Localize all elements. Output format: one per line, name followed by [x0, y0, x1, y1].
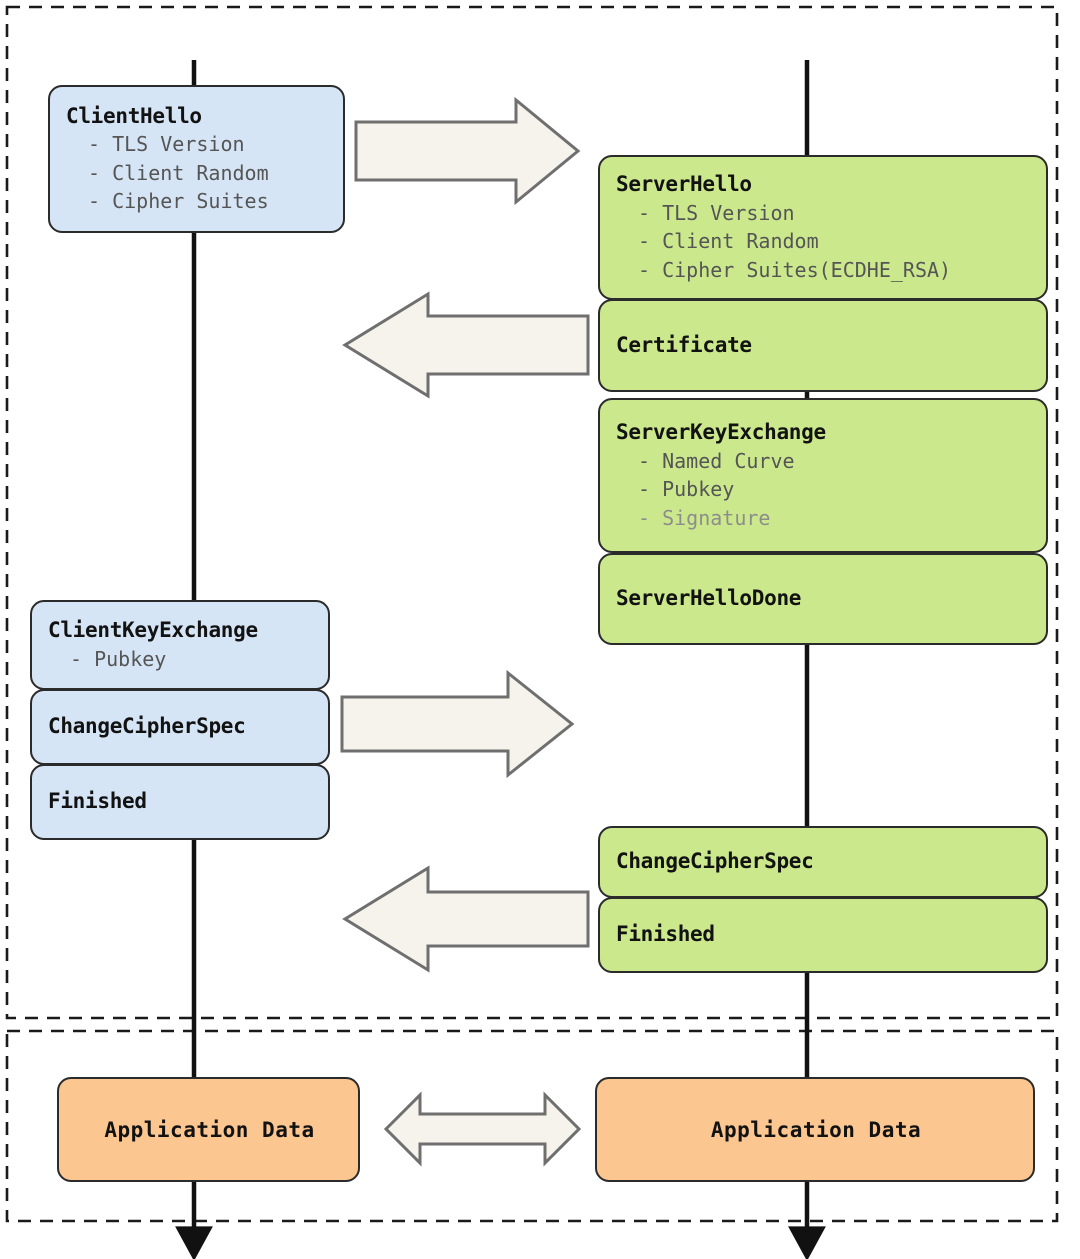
- message-title: ServerHello: [616, 172, 752, 197]
- message-title: Finished: [616, 922, 715, 947]
- message-bullet: - Client Random: [638, 229, 819, 254]
- message-title: Certificate: [616, 332, 752, 357]
- application-data-label: Application Data: [104, 1117, 315, 1142]
- message-box-server-finished[interactable]: Finished: [598, 897, 1048, 973]
- message-bullet: - Named Curve: [638, 448, 795, 473]
- message-bullet: - Cipher Suites: [88, 189, 269, 214]
- message-box-server-hello[interactable]: ServerHello - TLS Version - Client Rando…: [598, 155, 1048, 300]
- message-title: ChangeCipherSpec: [48, 714, 246, 739]
- message-box-server-change-cipher-spec[interactable]: ChangeCipherSpec: [598, 826, 1048, 898]
- message-bullet: - Client Random: [88, 160, 269, 185]
- arrow-server-finished: [342, 865, 590, 973]
- message-bullet: - TLS Version: [638, 200, 795, 225]
- message-bullet: - TLS Version: [88, 132, 245, 157]
- message-bullet: - Signature: [638, 505, 771, 530]
- handshake-frame: [5, 5, 1059, 1020]
- message-box-client-key-exchange[interactable]: ClientKeyExchange - Pubkey: [30, 600, 330, 690]
- application-data-label: Application Data: [710, 1117, 922, 1142]
- arrow-client-key-exchange: [340, 669, 575, 779]
- message-title: ServerHelloDone: [616, 586, 802, 611]
- arrow-server-to-client-hello: [342, 291, 590, 399]
- message-bullet: - Cipher Suites(ECDHE_RSA): [638, 257, 952, 282]
- message-box-server-hello-done[interactable]: ServerHelloDone: [598, 553, 1048, 645]
- message-box-client-application-data[interactable]: Application Data: [57, 1077, 360, 1182]
- arrow-application-data: [383, 1091, 582, 1167]
- message-box-server-key-exchange[interactable]: ServerKeyExchange - Named Curve - Pubkey…: [598, 398, 1048, 553]
- message-box-client-finished[interactable]: Finished: [30, 764, 330, 840]
- message-title: ChangeCipherSpec: [616, 849, 814, 874]
- application-data-frame: [5, 1029, 1059, 1223]
- message-box-certificate[interactable]: Certificate: [598, 299, 1048, 392]
- message-title: ClientKeyExchange: [48, 617, 258, 642]
- message-title: ClientHello: [66, 103, 202, 128]
- message-title: Finished: [48, 789, 147, 814]
- arrow-client-to-server-hello: [354, 96, 581, 206]
- message-box-client-change-cipher-spec[interactable]: ChangeCipherSpec: [30, 689, 330, 765]
- message-title: ServerKeyExchange: [616, 420, 826, 445]
- message-box-server-application-data[interactable]: Application Data: [595, 1077, 1035, 1182]
- message-bullet: - Pubkey: [638, 477, 735, 502]
- message-box-client-hello[interactable]: ClientHello - TLS Version - Client Rando…: [48, 85, 345, 233]
- message-bullet: - Pubkey: [70, 646, 167, 671]
